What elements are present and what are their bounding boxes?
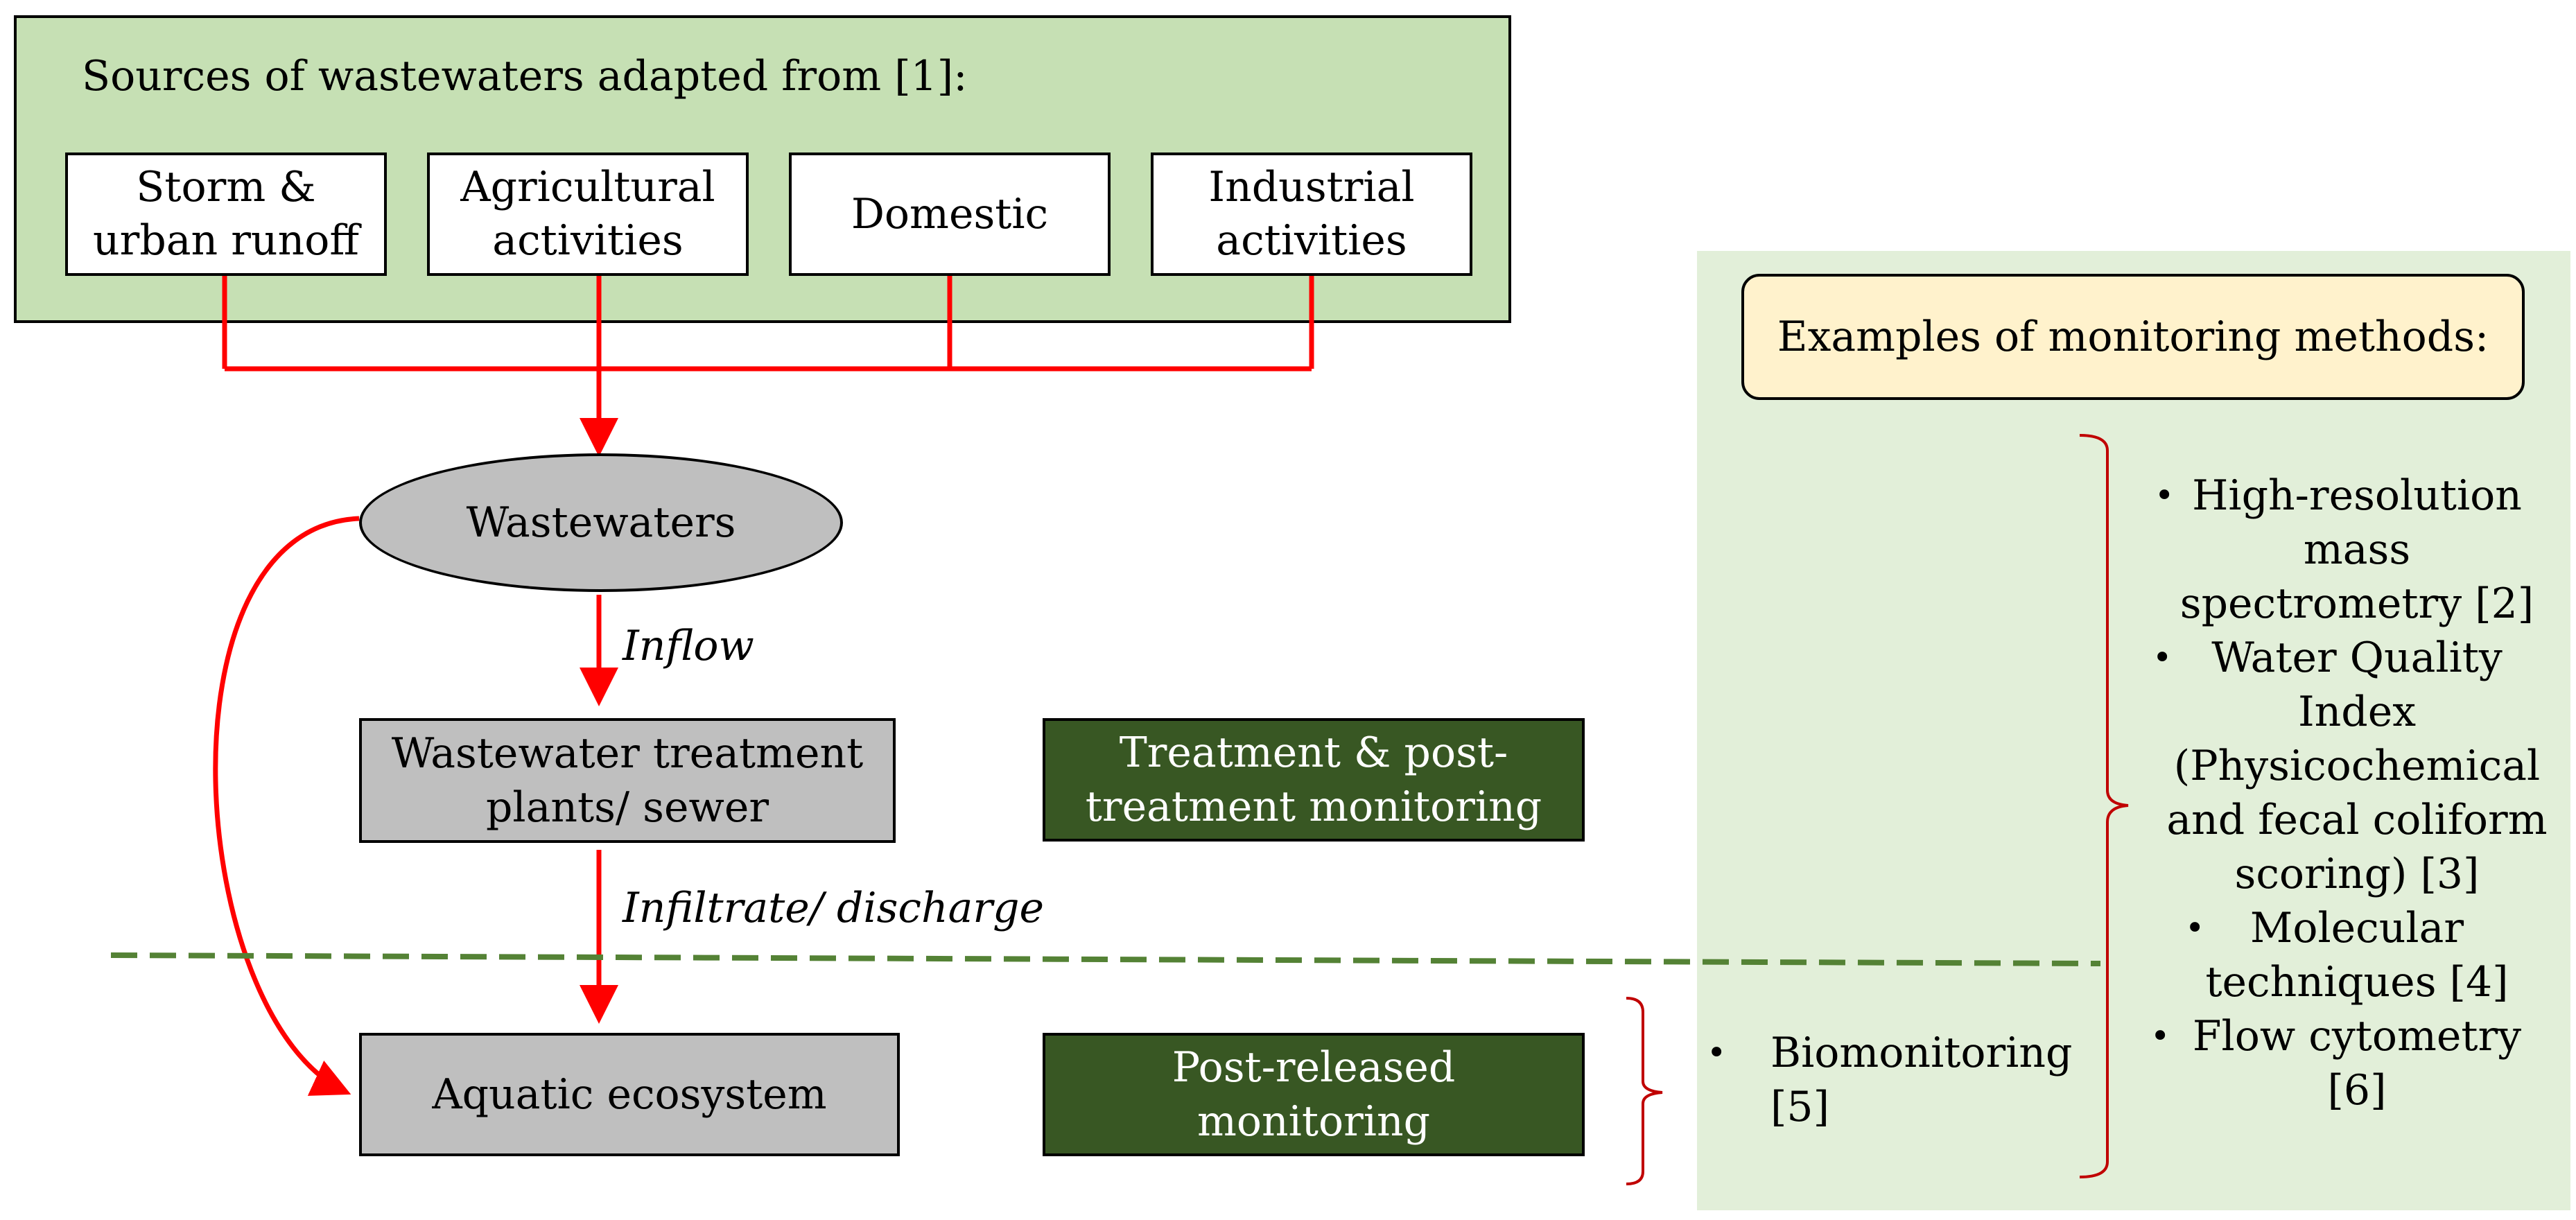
source-domestic: Domestic bbox=[789, 152, 1111, 276]
aquatic-ecosystem-node: Aquatic ecosystem bbox=[359, 1033, 900, 1156]
method-item-flow-cytometry: • Flow cytometry [6] bbox=[2149, 1009, 2565, 1117]
method-line: Water Quality bbox=[2211, 634, 2503, 682]
wastewaters-node: Wastewaters bbox=[359, 453, 843, 592]
treatment-line2: plants/ sewer bbox=[485, 783, 769, 832]
source-label-line1: Storm & bbox=[136, 163, 316, 212]
bullet-icon: • bbox=[2185, 909, 2205, 948]
post-released-monitoring-box: Post-released monitoring bbox=[1043, 1033, 1585, 1156]
treatment-plants-node: Wastewater treatment plants/ sewer bbox=[359, 718, 896, 843]
wastewaters-label: Wastewaters bbox=[466, 498, 736, 547]
post-monitoring-line1: Post-released bbox=[1172, 1043, 1456, 1092]
bullet-icon: • bbox=[2150, 1017, 2170, 1056]
bullet-icon: • bbox=[2155, 476, 2175, 515]
discharge-label: Infiltrate/ discharge bbox=[623, 884, 1045, 932]
method-line: High-resolution bbox=[2192, 471, 2522, 520]
sources-title: Sources of wastewaters adapted from [1]: bbox=[82, 52, 968, 101]
biomonitoring-item: • Biomonitoring [5] bbox=[1707, 1026, 2072, 1134]
post-monitoring-line2: monitoring bbox=[1196, 1097, 1430, 1146]
source-storm-urban-runoff: Storm &urban runoff bbox=[65, 152, 387, 276]
source-label-line1: Domestic bbox=[851, 189, 1049, 238]
arrow-bypass-curve bbox=[213, 516, 360, 1096]
treatment-monitoring-line2: treatment monitoring bbox=[1085, 783, 1542, 831]
method-line: Index bbox=[2297, 688, 2417, 736]
source-label-line1: Industrial bbox=[1208, 163, 1415, 212]
bullet-icon: • bbox=[2152, 638, 2173, 677]
method-line: mass bbox=[2303, 525, 2411, 574]
method-line: Flow cytometry bbox=[2192, 1012, 2522, 1061]
bracket-methods bbox=[2079, 434, 2129, 1178]
source-label-line2: activities bbox=[1216, 216, 1407, 265]
treatment-monitoring-line1: Treatment & post- bbox=[1119, 729, 1508, 777]
dashed-boundary-line bbox=[110, 952, 2101, 966]
treatment-monitoring-box: Treatment & post-treatment monitoring bbox=[1043, 718, 1585, 842]
biomonitoring-line2: [5] bbox=[1770, 1083, 1829, 1131]
method-item-hrms: • High-resolution mass spectrometry [2] bbox=[2149, 469, 2565, 631]
source-label-line2: activities bbox=[492, 216, 684, 265]
monitoring-methods-title: Examples of monitoring methods: bbox=[1741, 274, 2525, 400]
bullet-icon: • bbox=[1707, 1034, 1727, 1072]
method-item-wqi: • Water Quality Index (Physicochemical a… bbox=[2149, 631, 2565, 901]
biomonitoring-line1: Biomonitoring bbox=[1770, 1029, 2073, 1077]
ecosystem-label: Aquatic ecosystem bbox=[432, 1070, 827, 1119]
method-line: [6] bbox=[2327, 1066, 2387, 1115]
method-item-molecular: • Molecular techniques [4] bbox=[2149, 901, 2565, 1009]
method-line: techniques [4] bbox=[2205, 958, 2509, 1007]
bracket-biomonitoring bbox=[1626, 997, 1663, 1185]
method-line: and fecal coliform bbox=[2166, 796, 2548, 844]
method-line: spectrometry [2] bbox=[2179, 580, 2534, 628]
methods-list: • High-resolution mass spectrometry [2] … bbox=[2149, 469, 2565, 1117]
treatment-line1: Wastewater treatment bbox=[391, 729, 864, 778]
method-line: (Physicochemical bbox=[2173, 742, 2541, 790]
monitoring-methods-panel bbox=[1697, 251, 2570, 1210]
source-label-line2: urban runoff bbox=[93, 216, 359, 265]
inflow-label: Inflow bbox=[623, 622, 754, 670]
source-label-line1: Agricultural bbox=[460, 163, 715, 212]
method-line: scoring) [3] bbox=[2234, 850, 2480, 898]
method-line: Molecular bbox=[2249, 904, 2464, 952]
